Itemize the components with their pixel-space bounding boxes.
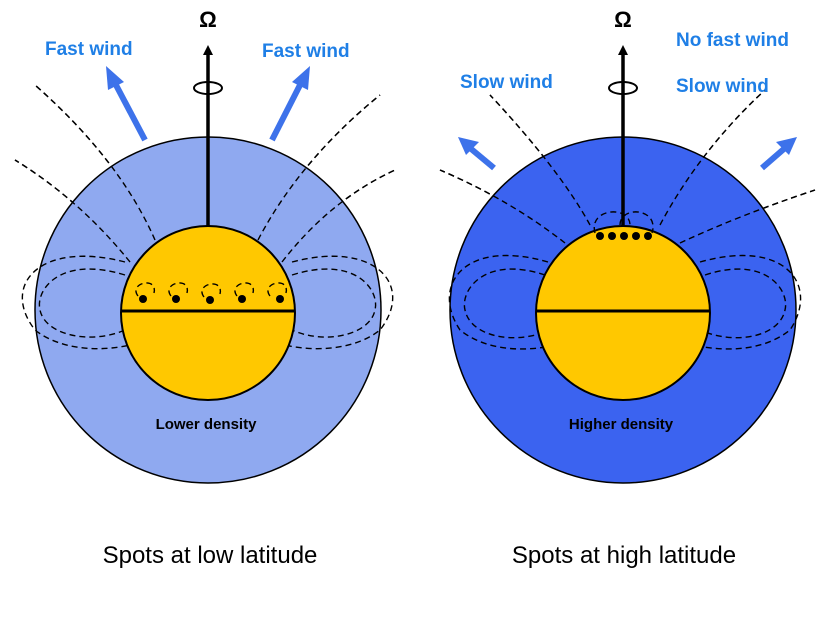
- wind-label-right: Fast wind: [262, 41, 350, 62]
- panel-high-latitude: Ω Slow wind No fast wind Slow wind Highe…: [439, 7, 816, 569]
- wind-arrowhead-icon: [458, 137, 479, 155]
- wind-label-top-right: No fast wind: [676, 30, 789, 51]
- wind-arrow-left: [468, 145, 496, 171]
- wind-label-right: Slow wind: [676, 76, 769, 97]
- wind-label-left: Fast wind: [45, 39, 133, 60]
- closed-field-loop: [284, 255, 394, 350]
- star: [535, 225, 711, 401]
- omega-symbol: Ω: [614, 7, 632, 32]
- wind-label-left: Slow wind: [460, 72, 553, 93]
- starspot: [644, 232, 652, 240]
- starspot: [276, 295, 284, 303]
- starspots-low-latitude: [135, 282, 287, 304]
- starspot: [139, 295, 147, 303]
- closed-field-loop: [697, 254, 802, 350]
- starspot: [172, 295, 180, 303]
- closed-field-loop: [704, 268, 787, 339]
- starspots-high-latitude: [593, 211, 654, 240]
- rotation-indicator-icon: [608, 81, 638, 95]
- wind-arrow-left: [113, 83, 148, 142]
- starspot: [620, 232, 628, 240]
- starspot: [632, 232, 640, 240]
- wind-arrow-right: [269, 83, 303, 142]
- starspot: [206, 296, 214, 304]
- star: [120, 225, 296, 401]
- panel-caption: Spots at low latitude: [103, 542, 318, 569]
- wind-arrowhead-icon: [292, 66, 310, 90]
- wind-arrowhead-icon: [106, 66, 124, 90]
- density-label: Higher density: [569, 416, 674, 433]
- starspot: [596, 232, 604, 240]
- closed-field-loop: [463, 268, 546, 339]
- panel-caption: Spots at high latitude: [512, 542, 736, 569]
- closed-field-loop: [448, 254, 553, 350]
- wind-arrow-right: [760, 145, 787, 171]
- closed-field-loop: [21, 255, 131, 350]
- panel-low-latitude: Ω Fast wind Fast wind Lower density Spot…: [14, 7, 396, 569]
- omega-symbol: Ω: [199, 7, 217, 32]
- starspot: [608, 232, 616, 240]
- wind-arrowhead-icon: [776, 137, 797, 155]
- density-label: Lower density: [156, 416, 258, 433]
- starspot: [238, 295, 246, 303]
- rotation-indicator-icon: [193, 81, 223, 95]
- closed-field-loop: [38, 268, 126, 338]
